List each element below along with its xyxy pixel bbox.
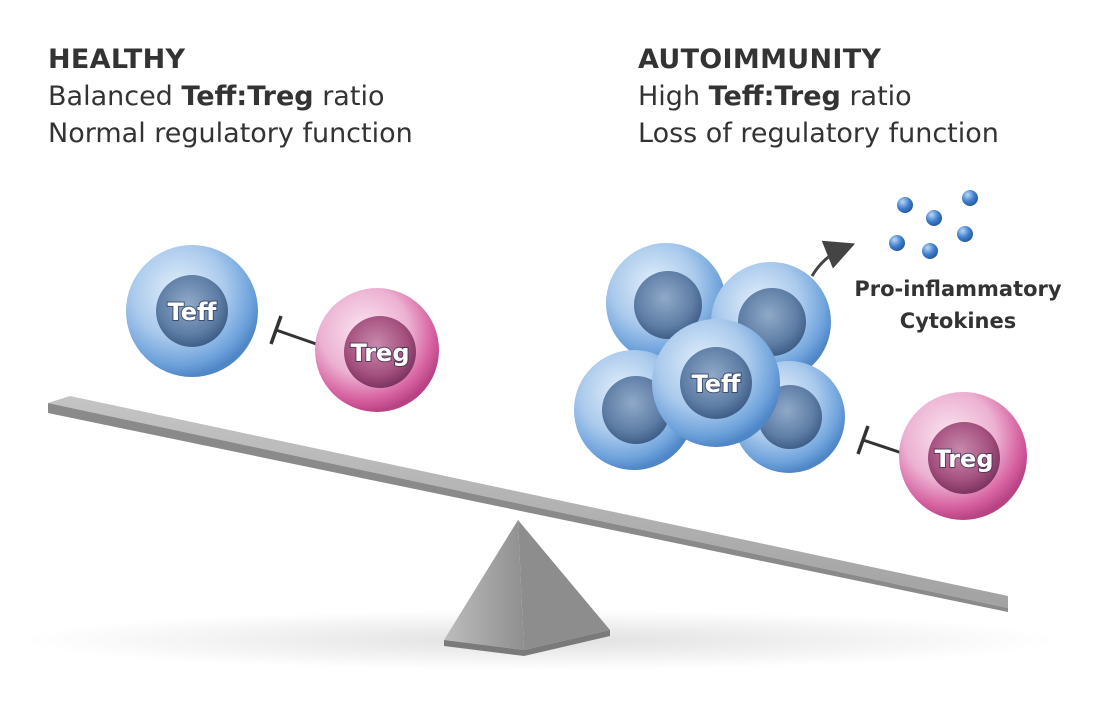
autoimmunity-inhibition-line <box>856 425 906 456</box>
healthy-function-line: Normal regulatory function <box>48 118 413 149</box>
cytokine-dot <box>926 210 942 226</box>
healthy-teff-cell: Teff <box>126 245 258 377</box>
autoimmunity-teff-cell: Teff <box>652 319 780 447</box>
autoimmunity-ratio-suffix: ratio <box>840 81 912 112</box>
cytokines-label-line1: Pro-inflammatory <box>854 277 1062 301</box>
healthy-inhibition-line <box>269 315 323 348</box>
cytokine-particles <box>889 190 978 259</box>
cytokine-release-arrow <box>810 240 856 277</box>
seesaw-beam <box>48 396 1008 612</box>
autoimmunity-title: AUTOIMMUNITY <box>638 44 882 75</box>
cytokine-dot <box>889 235 905 251</box>
teff-cluster: Teff <box>574 243 845 473</box>
healthy-teff-label: Teff <box>168 298 217 326</box>
healthy-ratio-line: Balanced Teff:Treg ratio <box>48 78 413 115</box>
autoimmunity-heading-block: AUTOIMMUNITY High Teff:Treg ratio Loss o… <box>638 42 999 152</box>
autoimmunity-ratio-prefix: High <box>638 81 709 112</box>
cytokine-dot <box>897 197 913 213</box>
healthy-title: HEALTHY <box>48 44 186 75</box>
autoimmunity-treg-cell: Treg <box>899 392 1027 520</box>
autoimmunity-function-line: Loss of regulatory function <box>638 118 999 149</box>
healthy-treg-label: Treg <box>350 339 409 367</box>
autoimmunity-ratio-line: High Teff:Treg ratio <box>638 78 999 115</box>
autoimmunity-teff-label: Teff <box>692 370 741 398</box>
healthy-heading-block: HEALTHY Balanced Teff:Treg ratio Normal … <box>48 42 413 152</box>
healthy-ratio-bold: Teff:Treg <box>181 81 314 112</box>
autoimmunity-treg-label: Treg <box>934 445 993 473</box>
healthy-ratio-prefix: Balanced <box>48 81 182 112</box>
autoimmunity-ratio-bold: Teff:Treg <box>708 81 841 112</box>
cytokines-label-line2: Cytokines <box>900 309 1016 333</box>
cytokine-dot <box>922 243 938 259</box>
healthy-ratio-suffix: ratio <box>313 81 385 112</box>
cytokine-dot <box>957 226 973 242</box>
seesaw-fulcrum <box>444 520 610 656</box>
healthy-treg-cell: Treg <box>315 288 439 412</box>
cytokine-dot <box>962 190 978 206</box>
